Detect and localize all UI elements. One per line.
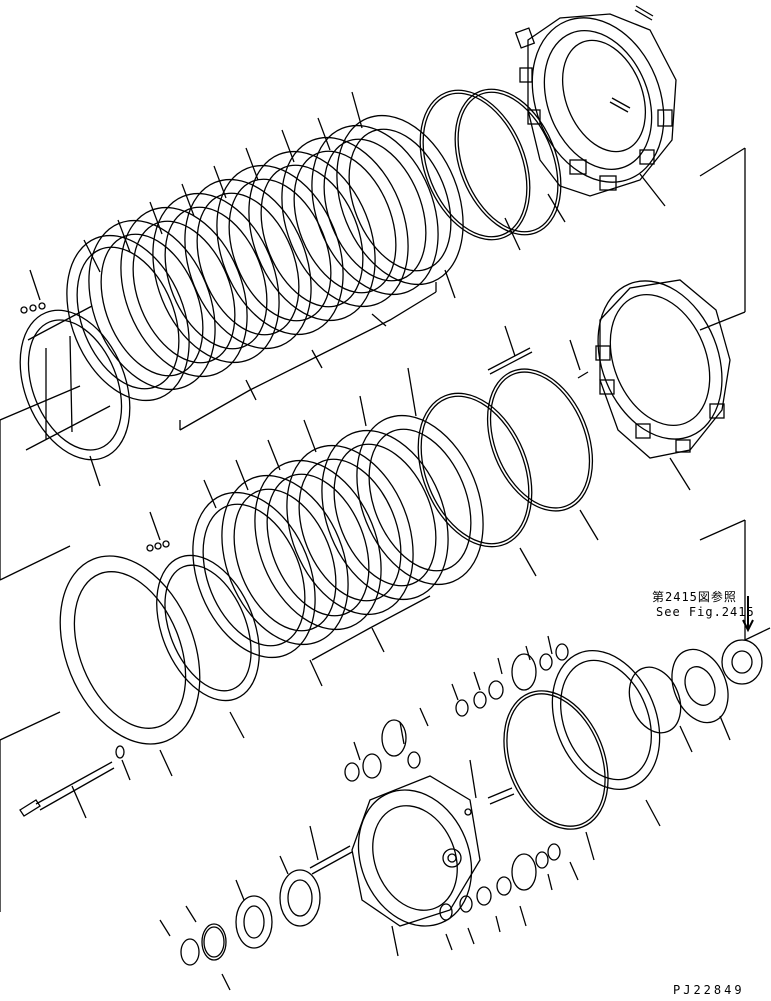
upper-brackets <box>0 147 746 581</box>
upper-clutch-pack <box>66 114 464 402</box>
upper-leader-lines <box>29 91 666 487</box>
bottom-left-shaft-stack <box>159 855 321 991</box>
reference-note-english[interactable]: See Fig.2415 <box>656 605 755 619</box>
long-bolt <box>19 745 131 819</box>
middle-clutch-pack <box>146 367 484 687</box>
middle-seal-rings <box>417 368 599 577</box>
middle-flange <box>0 554 260 912</box>
upper-housing <box>514 5 677 197</box>
upper-hub-gear <box>19 302 131 461</box>
planet-gear-set <box>344 635 579 951</box>
planet-carrier <box>309 759 515 957</box>
reference-arrow-icon <box>742 596 754 633</box>
drawing-number: PJ22849 <box>673 983 745 997</box>
reference-note-japanese: 第2415図参照 <box>652 590 737 604</box>
upper-seal-rings <box>419 88 562 241</box>
output-ring-gear <box>503 519 771 861</box>
middle-housing <box>487 279 731 491</box>
